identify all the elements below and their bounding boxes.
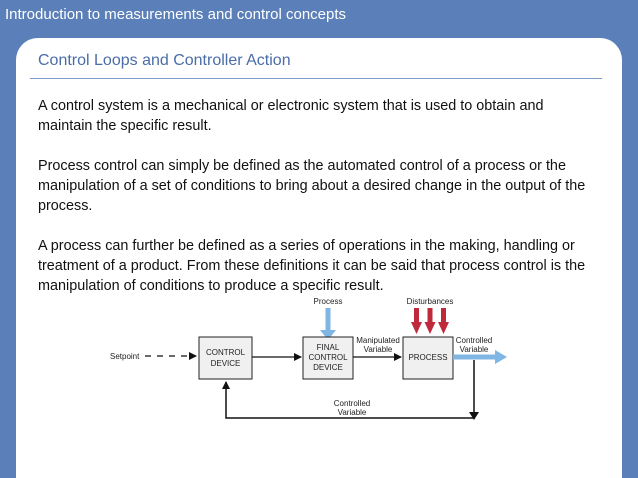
slide-body: A control system is a mechanical or elec…: [38, 96, 598, 316]
process-input-arrow: [320, 308, 336, 340]
feedback-down-arrowhead: [469, 412, 479, 420]
control-device-label-line1: CONTROL: [206, 348, 246, 357]
controlled-variable-top-label-line1: Controlled: [456, 336, 492, 345]
disturbance-arrows: [411, 308, 449, 334]
setpoint-label: Setpoint: [110, 352, 140, 361]
control-device-box: [198, 336, 253, 380]
control-device-label-line2: DEVICE: [211, 359, 241, 368]
final-control-device-label-line2: CONTROL: [308, 353, 348, 362]
disturbance-arrow: [411, 308, 422, 334]
disturbances-label: Disturbances: [407, 297, 454, 306]
controlled-variable-output-arrow: [453, 350, 507, 364]
feedback-loop-line: [222, 360, 475, 419]
manipulated-variable-label-line2: Variable: [364, 345, 393, 354]
slide-card: [16, 38, 622, 478]
process-box-label: PROCESS: [408, 353, 447, 362]
controlled-variable-bottom-label-line2: Variable: [338, 408, 367, 417]
paragraph-definition-process-control: Process control can simply be defined as…: [38, 158, 586, 214]
final-control-device-box: [302, 336, 354, 380]
process-input-arrow-head: [320, 330, 336, 340]
paragraph-definition-control-system: A control system is a mechanical or elec…: [38, 98, 544, 134]
paragraph-definition-process: A process can further be defined as a se…: [38, 238, 586, 294]
final-control-device-label-line3: DEVICE: [313, 363, 343, 372]
slide-header-breadcrumb: Introduction to measurements and control…: [5, 6, 347, 23]
final-control-device-label-line1: FINAL: [317, 343, 340, 352]
process-input-label: Process: [314, 297, 343, 306]
controlled-variable-top-label-line2: Variable: [460, 345, 489, 354]
disturbance-arrow: [424, 308, 436, 334]
controlled-variable-bottom-label-line1: Controlled: [334, 399, 370, 408]
process-box: [402, 336, 454, 380]
title-divider: [30, 78, 602, 79]
manipulated-variable-label-line1: Manipulated: [356, 336, 400, 345]
disturbance-arrow: [438, 308, 449, 334]
process-input-arrow-shaft: [325, 308, 331, 332]
slide-title: Control Loops and Controller Action: [38, 52, 291, 69]
